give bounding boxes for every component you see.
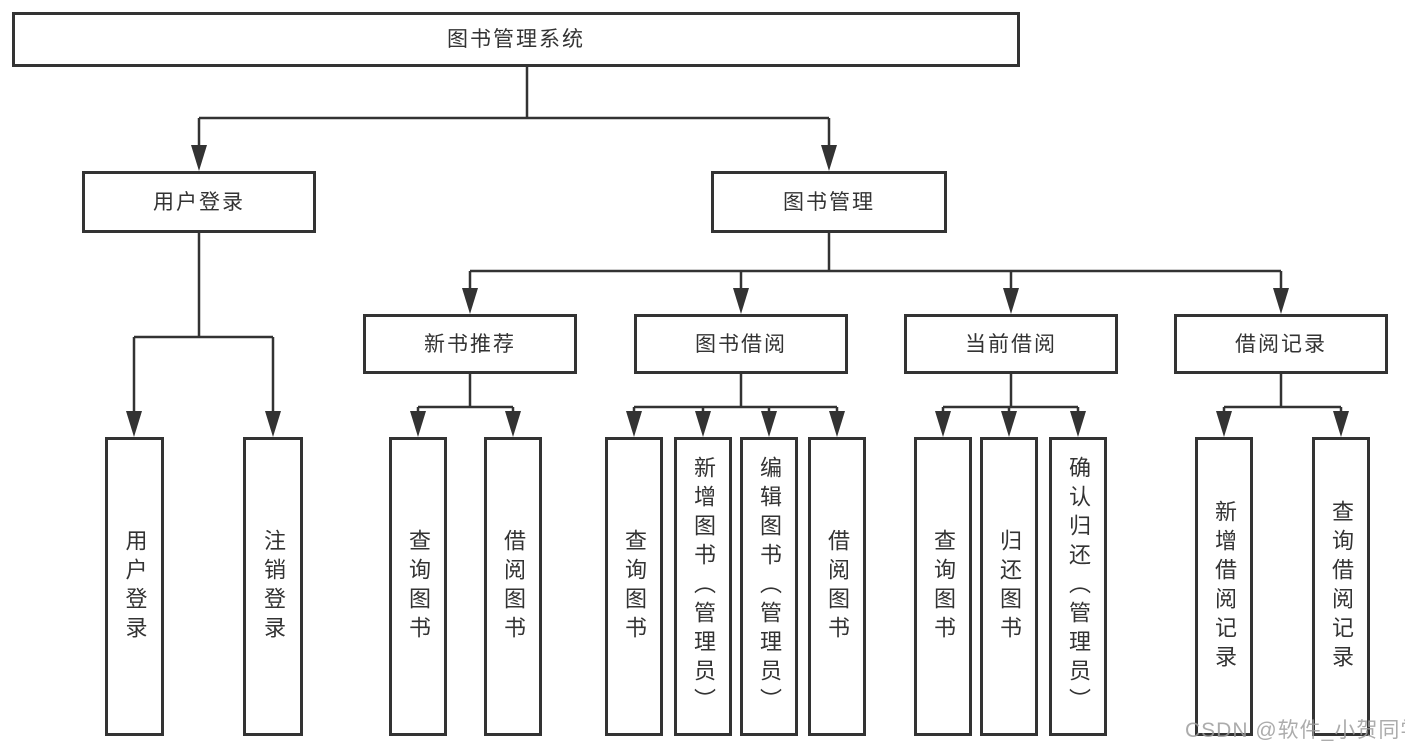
leaf-label: 新增图书（管理员） xyxy=(691,456,716,717)
leaf-logout: 注销登录 xyxy=(243,437,303,736)
arrowhead xyxy=(505,411,521,437)
connector-user-login-branch xyxy=(132,233,275,414)
leaf-user-login: 用户登录 xyxy=(105,437,164,736)
leaf-label: 新增借阅记录 xyxy=(1212,499,1237,674)
node-borrowing-records: 借阅记录 xyxy=(1174,314,1388,374)
leaf-query-borrow-record: 查询借阅记录 xyxy=(1312,437,1370,736)
leaf-edit-books-admin: 编辑图书（管理员） xyxy=(740,437,798,736)
leaf-query-books-borrow: 查询图书 xyxy=(605,437,663,736)
arrowhead xyxy=(191,145,207,171)
arrowhead xyxy=(462,288,478,314)
arrowhead xyxy=(1070,411,1086,437)
leaf-label: 借阅图书 xyxy=(501,528,526,645)
leaf-borrow-books-recommend: 借阅图书 xyxy=(484,437,542,736)
leaf-query-books-recommend: 查询图书 xyxy=(389,437,447,736)
node-root-library-system: 图书管理系统 xyxy=(12,12,1020,67)
leaf-label: 确认归还（管理员） xyxy=(1066,456,1091,717)
leaf-label: 查询图书 xyxy=(622,528,647,645)
arrowhead xyxy=(935,411,951,437)
arrowhead xyxy=(626,411,642,437)
leaf-label: 编辑图书（管理员） xyxy=(757,456,782,717)
connector-new-book-group xyxy=(416,374,515,419)
leaf-label: 注销登录 xyxy=(261,528,286,645)
leaf-label: 借阅图书 xyxy=(825,528,850,645)
arrowhead xyxy=(1333,411,1349,437)
leaf-query-books-current: 查询图书 xyxy=(914,437,972,736)
arrowhead xyxy=(733,288,749,314)
arrowhead xyxy=(1273,288,1289,314)
leaf-borrow-books: 借阅图书 xyxy=(808,437,866,736)
arrowhead xyxy=(761,411,777,437)
connector-root-to-level2 xyxy=(197,67,831,149)
arrowhead xyxy=(821,145,837,171)
connector-current-borrowing-group xyxy=(941,374,1080,419)
leaf-add-borrow-record: 新增借阅记录 xyxy=(1195,437,1253,736)
arrowhead xyxy=(1001,411,1017,437)
node-new-book-recommendation: 新书推荐 xyxy=(363,314,577,374)
leaf-label: 用户登录 xyxy=(122,528,148,645)
arrowhead xyxy=(1216,411,1232,437)
node-book-borrowing: 图书借阅 xyxy=(634,314,848,374)
leaf-return-books: 归还图书 xyxy=(980,437,1038,736)
leaf-label: 查询图书 xyxy=(931,528,956,645)
connector-book-borrowing-group xyxy=(632,374,839,419)
leaf-add-books-admin: 新增图书（管理员） xyxy=(674,437,732,736)
arrowhead xyxy=(1003,288,1019,314)
arrowhead xyxy=(126,411,142,437)
connector-book-mgmt-to-level3 xyxy=(468,233,1283,292)
arrowhead xyxy=(265,411,281,437)
arrowhead xyxy=(829,411,845,437)
node-user-login: 用户登录 xyxy=(82,171,316,233)
leaf-confirm-return-admin: 确认归还（管理员） xyxy=(1049,437,1107,736)
node-book-management: 图书管理 xyxy=(711,171,947,233)
connector-borrowing-records-group xyxy=(1222,374,1343,419)
leaf-label: 查询借阅记录 xyxy=(1329,499,1354,674)
leaf-label: 归还图书 xyxy=(997,528,1022,645)
watermark-text: CSDN @软件_小贺同学 xyxy=(1185,719,1405,742)
arrowhead xyxy=(695,411,711,437)
node-current-borrowing: 当前借阅 xyxy=(904,314,1118,374)
arrowhead xyxy=(410,411,426,437)
leaf-label: 查询图书 xyxy=(406,528,431,645)
